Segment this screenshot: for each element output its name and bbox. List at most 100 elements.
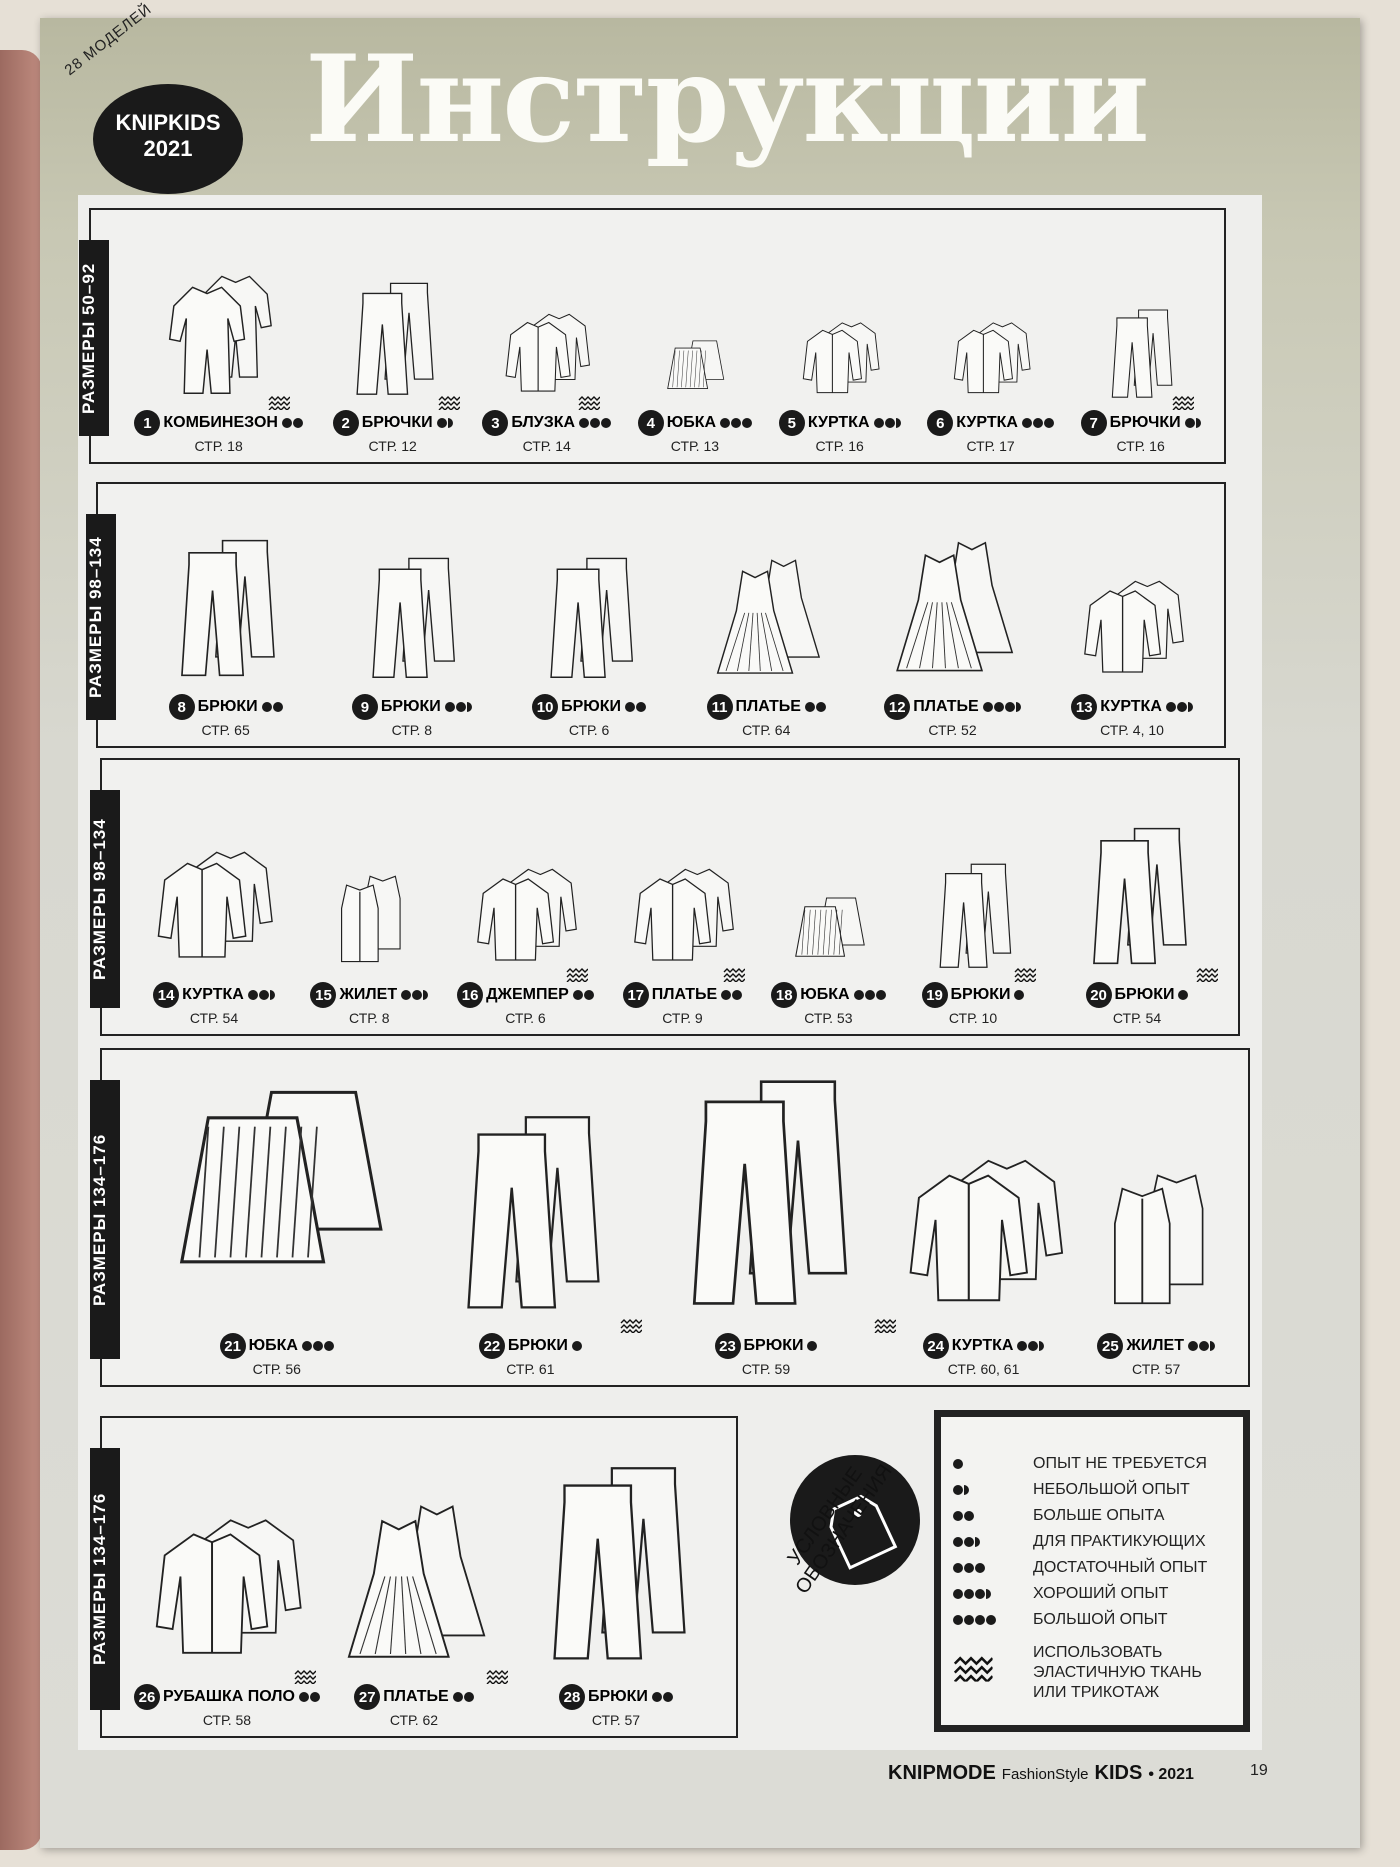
legend-row: БОЛЬШЕ ОПЫТА	[953, 1503, 1231, 1529]
stretch-fabric-icon	[1172, 396, 1195, 410]
item-page-ref[interactable]: СТР. 59	[741, 1361, 791, 1377]
item-page-ref[interactable]: СТР. 17	[966, 438, 1015, 454]
garment-illustration	[549, 557, 633, 678]
pattern-item[interactable]: 25 ЖИЛЕТ СТР. 57	[1075, 1151, 1237, 1377]
difficulty-dot	[452, 1692, 463, 1702]
pattern-item[interactable]: 28 БРЮКИ СТР. 57	[508, 1442, 724, 1728]
difficulty-dot	[975, 1615, 985, 1625]
pattern-item[interactable]: 11 ПЛАТЬЕ СТР. 64	[699, 542, 834, 738]
garment-illustration	[347, 1505, 486, 1658]
pattern-item[interactable]: 13 КУРТКА СТР. 4, 10	[1071, 562, 1193, 738]
garment-illustration	[1114, 1174, 1204, 1305]
garment-illustration	[667, 340, 725, 389]
pattern-item[interactable]: 5 КУРТКА СТР. 16	[778, 308, 901, 454]
pattern-item[interactable]: 12 ПЛАТЬЕ СТР. 52	[876, 522, 1029, 738]
pattern-item[interactable]: 9 БРЮКИ СТР. 8	[344, 542, 479, 738]
difficulty-dot	[272, 702, 283, 712]
item-page-ref[interactable]: СТР. 12	[368, 438, 417, 454]
pattern-item[interactable]: 10 БРЮКИ СТР. 6	[522, 542, 657, 738]
pattern-item[interactable]: 17 ПЛАТЬЕ СТР. 9	[622, 850, 745, 1026]
item-page-ref[interactable]: СТР. 9	[662, 1010, 703, 1026]
item-number: 4	[637, 410, 664, 436]
pattern-item[interactable]: 7 БРЮЧКИ СТР. 16	[1080, 298, 1201, 454]
item-page-ref[interactable]: СТР. 18	[194, 438, 243, 454]
difficulty-dot	[1187, 1341, 1198, 1351]
pattern-item[interactable]: 26 РУБАШКА ПОЛО СТР. 58	[134, 1492, 320, 1728]
item-page-ref[interactable]: СТР. 13	[670, 438, 720, 454]
stretch-fabric-icon	[294, 1670, 317, 1684]
pattern-item[interactable]: 4 ЮБКА СТР. 13	[637, 318, 753, 454]
difficulty-half-dot	[466, 702, 472, 712]
garment-illustration	[169, 275, 273, 394]
item-name: ПЛАТЬЕ	[913, 698, 979, 715]
difficulty-dot	[583, 990, 594, 1000]
item-name: КУРТКА	[182, 986, 244, 1003]
pattern-item[interactable]: 24 КУРТКА СТР. 60, 61	[894, 1131, 1074, 1377]
item-page-ref[interactable]: СТР. 60, 61	[947, 1361, 1020, 1377]
item-name: БРЮКИ	[1114, 986, 1175, 1003]
difficulty-dot	[742, 418, 753, 428]
difficulty-rating	[452, 1692, 474, 1702]
difficulty-dot	[298, 1692, 309, 1702]
item-name: ЖИЛЕТ	[339, 986, 398, 1003]
difficulty-dot	[964, 1537, 974, 1547]
item-page-ref[interactable]: СТР. 64	[742, 722, 791, 738]
pattern-item[interactable]: 21 ЮБКА СТР. 56	[133, 1011, 421, 1377]
item-page-ref[interactable]: СТР. 6	[505, 1010, 546, 1026]
pattern-item[interactable]: 6 КУРТКА СТР. 17	[927, 308, 1054, 454]
difficulty-dot	[1017, 1341, 1028, 1351]
legend-text: ДОСТАТОЧНЫЙ ОПЫТ	[1033, 1559, 1208, 1576]
size-range-label: РАЗМЕРЫ 50–92	[79, 240, 109, 436]
difficulty-dot	[258, 990, 269, 1000]
item-page-ref[interactable]: СТР. 16	[815, 438, 864, 454]
item-page-ref[interactable]: СТР. 6	[568, 722, 610, 738]
item-page-ref[interactable]: СТР. 62	[389, 1712, 439, 1728]
item-page-ref[interactable]: СТР. 14	[522, 438, 571, 454]
item-page-ref[interactable]: СТР. 57	[591, 1712, 641, 1728]
item-page-ref[interactable]: СТР. 56	[252, 1361, 301, 1377]
pattern-item[interactable]: 22 БРЮКИ СТР. 61	[422, 1091, 643, 1377]
difficulty-dot	[864, 990, 875, 1000]
difficulty-dot	[1021, 418, 1032, 428]
pattern-item[interactable]: 23 БРЮКИ СТР. 59	[640, 1051, 896, 1377]
pattern-item[interactable]: 27 ПЛАТЬЕ СТР. 62	[324, 1482, 508, 1728]
difficulty-dot	[463, 1692, 474, 1702]
pattern-item[interactable]: 16 ДЖЕМПЕР СТР. 6	[457, 850, 594, 1026]
pattern-item[interactable]: 14 КУРТКА СТР. 54	[146, 830, 281, 1026]
pattern-item[interactable]: 1 КОМБИНЕЗОН СТР. 18	[134, 258, 303, 454]
pattern-item[interactable]: 8 БРЮКИ СТР. 65	[149, 522, 302, 738]
item-page-ref[interactable]: СТР. 4, 10	[1100, 722, 1164, 738]
pattern-item[interactable]: 20 БРЮКИ СТР. 54	[1061, 810, 1218, 1026]
legend-row: ОПЫТ НЕ ТРЕБУЕТСЯ	[953, 1451, 1231, 1477]
pattern-item[interactable]: 18 ЮБКА СТР. 53	[771, 870, 886, 1026]
pattern-item[interactable]: 15 ЖИЛЕТ СТР. 8	[310, 860, 429, 1026]
difficulty-rating	[853, 990, 886, 1000]
item-page-ref[interactable]: СТР. 16	[1116, 438, 1165, 454]
footer-kids: KIDS	[1094, 1762, 1143, 1784]
difficulty-rating	[1178, 990, 1189, 1000]
item-page-ref[interactable]: СТР. 52	[928, 722, 977, 738]
difficulty-half-dot	[269, 990, 275, 1000]
item-name: БРЮЧКИ	[361, 414, 433, 431]
item-page-ref[interactable]: СТР. 61	[506, 1361, 555, 1377]
item-page-ref[interactable]: СТР. 8	[391, 722, 433, 738]
item-page-ref[interactable]: СТР. 65	[201, 722, 250, 738]
difficulty-rating	[953, 1589, 1033, 1599]
item-page-ref[interactable]: СТР. 8	[349, 1010, 390, 1026]
pattern-item[interactable]: 19 БРЮКИ СТР. 10	[915, 850, 1036, 1026]
item-number: 17	[622, 982, 649, 1008]
legend-row: НЕБОЛЬШОЙ ОПЫТ	[953, 1477, 1231, 1503]
pattern-item[interactable]: 3 БЛУЗКА СТР. 14	[482, 298, 612, 454]
item-page-ref[interactable]: СТР. 54	[1112, 1010, 1162, 1026]
pattern-item[interactable]: 2 БРЮЧКИ СТР. 12	[330, 268, 460, 454]
difficulty-half-dot	[1187, 702, 1193, 712]
item-page-ref[interactable]: СТР. 10	[948, 1010, 998, 1026]
item-page-ref[interactable]: СТР. 58	[202, 1712, 252, 1728]
difficulty-rating	[436, 418, 453, 428]
item-page-ref[interactable]: СТР. 53	[804, 1010, 853, 1026]
difficulty-dot	[401, 990, 412, 1000]
book-spine	[0, 50, 42, 1850]
item-page-ref[interactable]: СТР. 54	[189, 1010, 239, 1026]
item-page-ref[interactable]: СТР. 57	[1132, 1361, 1181, 1377]
item-name: БРЮКИ	[587, 1688, 648, 1705]
